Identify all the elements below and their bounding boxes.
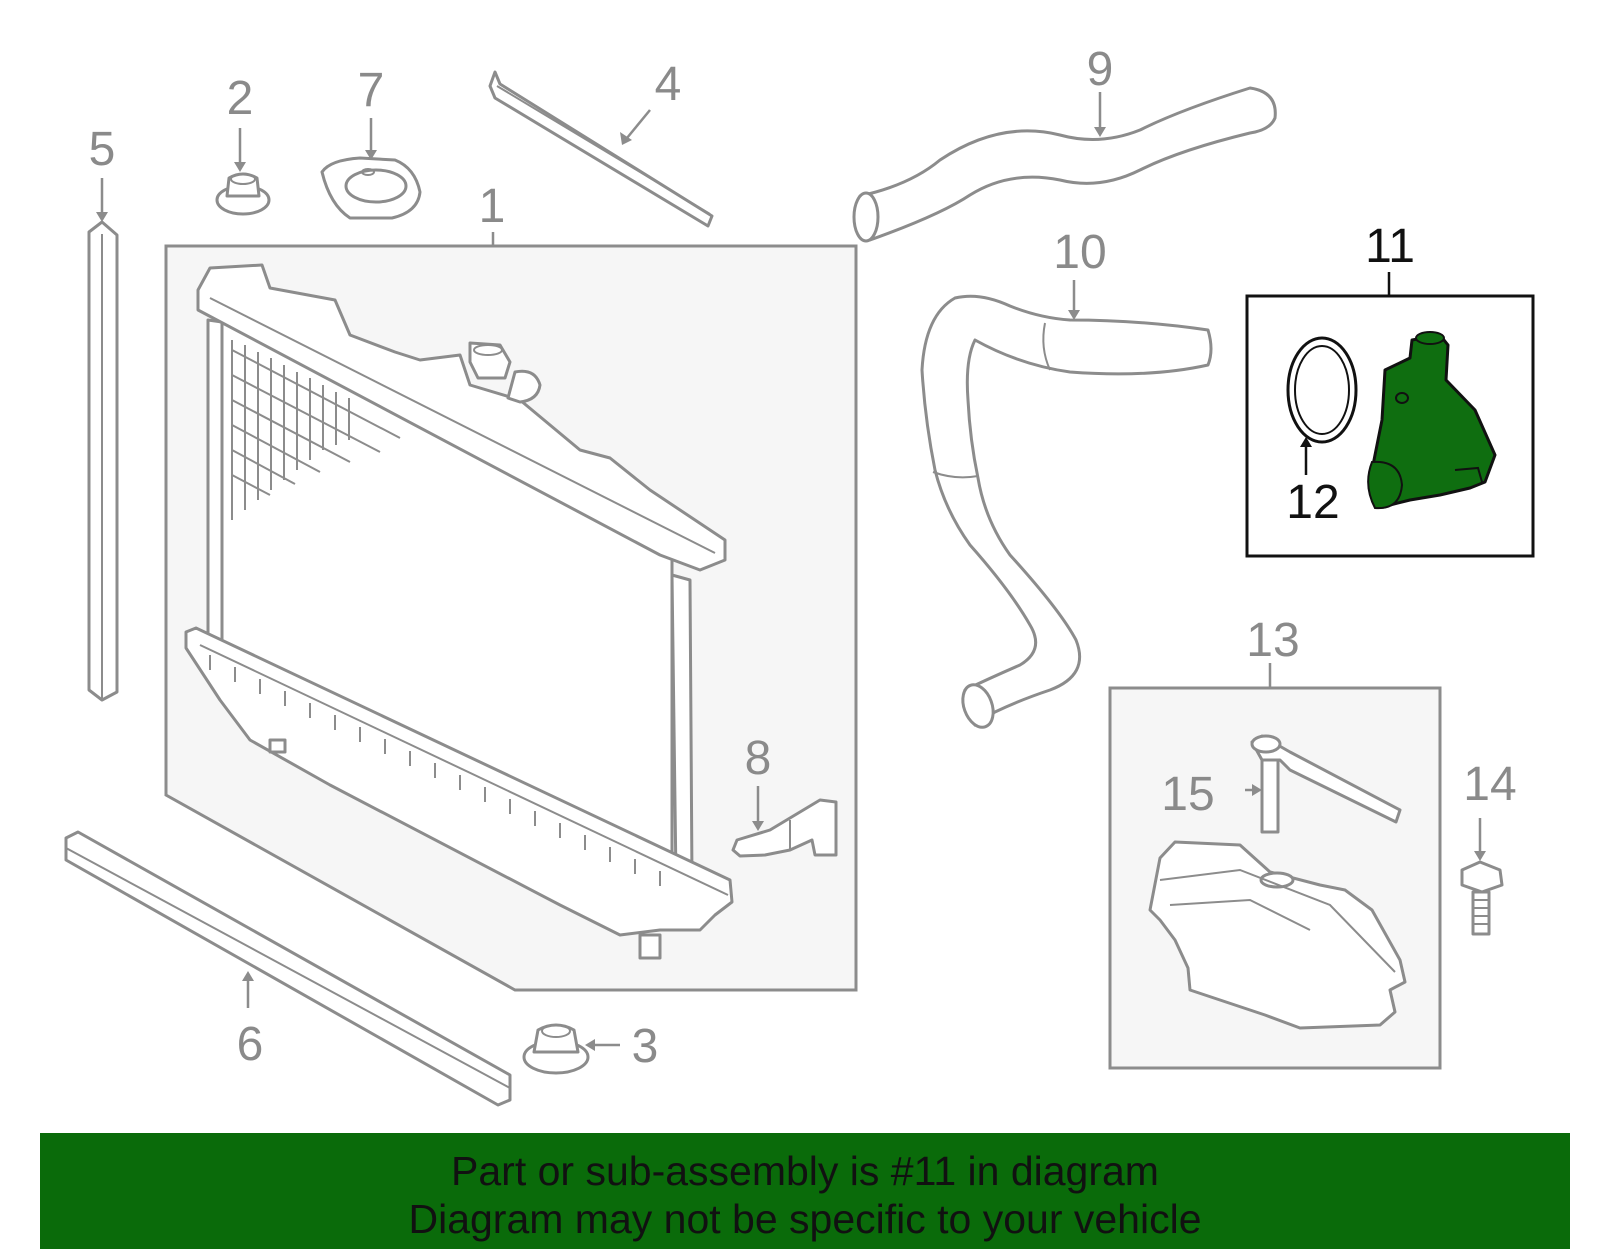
callout-7: 7 [358, 64, 385, 117]
info-banner: Part or sub-assembly is #11 in diagram D… [40, 1133, 1570, 1249]
radiator-cap [320, 156, 422, 220]
callout-3: 3 [632, 1020, 659, 1073]
grommet-bottom [522, 1023, 590, 1075]
mounting-bolt [1460, 860, 1504, 936]
lower-radiator-hose [920, 294, 1213, 729]
callout-10: 10 [1053, 226, 1106, 279]
seal-strip-vertical [87, 220, 119, 702]
callout-15: 15 [1161, 768, 1214, 821]
grommet-top [215, 172, 271, 216]
callout-12: 12 [1286, 476, 1339, 529]
callout-1: 1 [479, 180, 506, 233]
radiator [184, 263, 734, 960]
radiator-bracket [731, 798, 838, 858]
banner-line-2: Diagram may not be specific to your vehi… [408, 1196, 1202, 1242]
callout-6: 6 [237, 1018, 264, 1071]
lower-seal-strip [64, 830, 512, 1107]
callout-14: 14 [1463, 758, 1516, 811]
leader-lines [96, 92, 1486, 1051]
upper-radiator-hose [852, 86, 1277, 243]
callout-13: 13 [1246, 614, 1299, 667]
callout-2: 2 [227, 72, 254, 125]
reservoir-overflow-hose [1250, 734, 1402, 834]
callout-9: 9 [1087, 43, 1114, 96]
callout-8: 8 [745, 732, 772, 785]
upper-seal-strip [488, 70, 714, 228]
callout-4: 4 [655, 58, 682, 111]
callout-5: 5 [89, 123, 116, 176]
banner-line-1: Part or sub-assembly is #11 in diagram [451, 1148, 1159, 1194]
callout-11: 11 [1365, 220, 1415, 273]
coolant-reservoir [1148, 840, 1407, 1030]
oring-gasket [1286, 336, 1358, 444]
water-inlet-housing [1367, 331, 1497, 510]
